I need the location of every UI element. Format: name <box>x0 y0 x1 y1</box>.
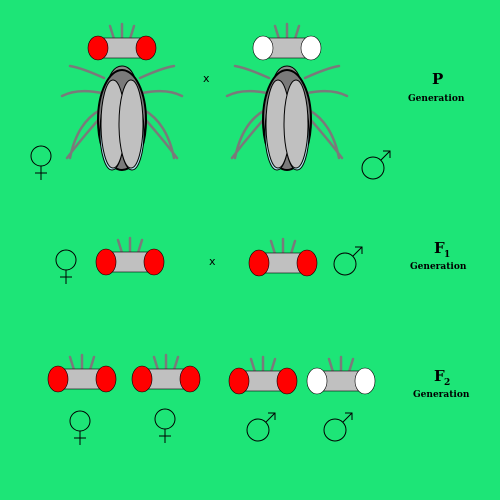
f2-female-head-1 <box>47 353 117 393</box>
red-eye <box>87 35 109 61</box>
f1-female-head <box>95 236 165 276</box>
f2-generation-subscript: 2 <box>444 378 450 388</box>
f2-male-head-white <box>306 355 376 395</box>
f2-male-head-red <box>228 355 298 395</box>
red-eye <box>179 365 201 393</box>
male-symbol-icon <box>361 150 391 180</box>
female-symbol-icon <box>55 249 77 284</box>
red-eye <box>228 367 250 395</box>
red-eye <box>276 367 298 395</box>
red-eye <box>143 248 165 276</box>
f1-generation-letter: F <box>434 239 445 257</box>
p-female-fly <box>60 22 184 171</box>
f2-female-head-2 <box>131 353 201 393</box>
red-eye <box>95 365 117 393</box>
female-symbol-icon <box>154 408 176 443</box>
red-eye <box>131 365 153 393</box>
white-eye <box>306 367 328 395</box>
male-symbol-icon <box>333 246 363 276</box>
f2-generation-letter: F <box>434 367 445 385</box>
red-eye <box>95 248 117 276</box>
f1-generation-subscript: 1 <box>444 250 450 260</box>
f1-generation-label: Generation <box>410 262 467 272</box>
white-eye <box>300 35 322 61</box>
red-eye <box>248 249 270 277</box>
p-generation-letter: P <box>432 70 443 88</box>
f1-cross-symbol: x <box>209 255 216 268</box>
white-eye <box>252 35 274 61</box>
red-eye <box>135 35 157 61</box>
p-male-fly <box>225 22 349 171</box>
f1-male-head <box>248 237 318 277</box>
f2-generation-label: Generation <box>413 390 470 400</box>
female-symbol-icon <box>69 410 91 445</box>
male-symbol-icon <box>246 412 276 442</box>
female-symbol-icon <box>30 145 52 180</box>
male-symbol-icon <box>323 412 353 442</box>
red-eye <box>47 365 69 393</box>
p-cross-symbol: x <box>203 72 210 85</box>
p-generation-label: Generation <box>408 94 465 104</box>
red-eye <box>296 249 318 277</box>
white-eye <box>354 367 376 395</box>
